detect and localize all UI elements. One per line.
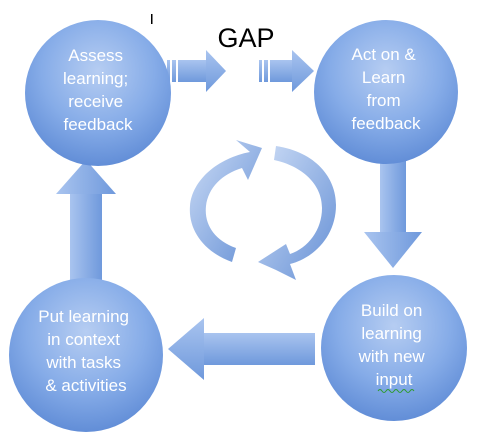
node-build-line-1: Build on <box>361 301 422 320</box>
node-act-line-4: feedback <box>352 114 421 133</box>
node-assess-line-2: learning; <box>63 69 128 88</box>
arrow-gap-to-act <box>259 50 314 92</box>
node-put-line-3: with tasks <box>45 353 121 372</box>
node-act-on: Act on & Learn from feedback <box>314 20 458 164</box>
arrow-act-to-build <box>364 152 422 268</box>
svg-text:Build on learning: Build on learning with new input <box>358 301 430 389</box>
arrow-build-to-put <box>168 318 315 380</box>
node-assess-line-3: receive <box>68 92 123 111</box>
node-build-line-2: learning <box>361 324 422 343</box>
node-assess-line-4: feedback <box>64 115 133 134</box>
diagram-title: GAP <box>217 23 274 53</box>
node-assess: Assess learning; receive feedback <box>25 20 171 166</box>
node-put-line-2: in context <box>47 330 120 349</box>
arrow-assess-to-gap <box>167 50 226 92</box>
arrow-put-to-assess <box>56 160 116 283</box>
svg-text:Act on & Learn fro: Act on & Learn from feedback <box>352 45 421 133</box>
svg-text:Assess learning; r: Assess learning; receive feedback <box>63 46 133 134</box>
node-put-line-1: Put learning <box>38 307 129 326</box>
node-assess-line-1: Assess <box>68 46 123 65</box>
node-build-on: Build on learning with new input <box>321 275 467 421</box>
center-cycle-icon <box>189 140 336 280</box>
node-put-learning: Put learning in context with tasks & act… <box>9 278 163 432</box>
node-put-line-4: & activities <box>45 376 126 395</box>
node-act-line-2: Learn <box>362 68 405 87</box>
svg-text:Put learning in context: Put learning in context with tasks & act… <box>38 307 133 395</box>
spellcheck-underline <box>377 389 415 393</box>
node-act-line-3: from <box>367 91 401 110</box>
node-act-line-1: Act on & <box>352 45 417 64</box>
cursor-mark <box>151 14 153 24</box>
node-build-line-3: with new <box>358 347 426 366</box>
node-build-line-4: input <box>376 370 413 389</box>
